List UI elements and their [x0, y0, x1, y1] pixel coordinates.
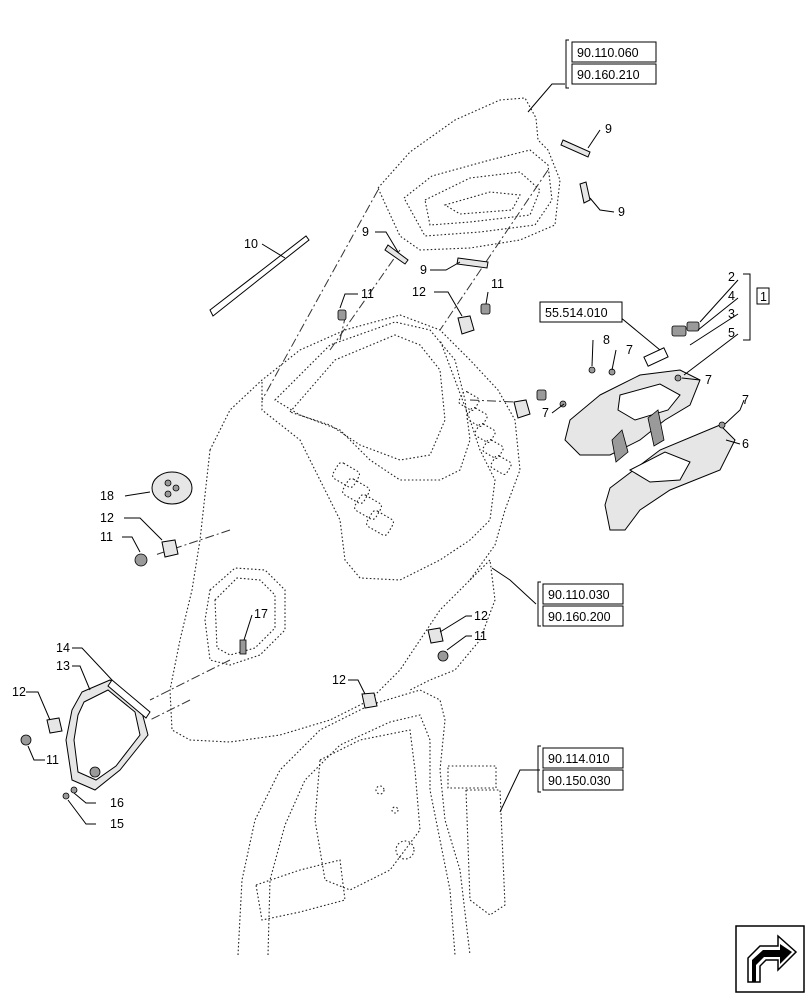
callout-7: 7 [705, 373, 712, 387]
callout-12: 12 [412, 285, 426, 299]
callout-13: 13 [56, 659, 70, 673]
seat-assembly [377, 97, 561, 251]
console-vents-left [332, 462, 394, 536]
part-9-strips [384, 139, 591, 269]
ref-90-110-030[interactable]: 90.110.030 [548, 588, 610, 602]
callout-12: 12 [12, 685, 26, 699]
cab-frame [237, 689, 506, 956]
callout-11: 11 [46, 753, 59, 767]
callout-7: 7 [542, 406, 549, 420]
callout-12: 12 [474, 609, 488, 623]
callout-9: 9 [420, 263, 427, 277]
part-15-16-screw [62, 786, 78, 800]
console-housing [169, 314, 521, 743]
callout-6: 6 [742, 437, 749, 451]
callout-11: 11 [491, 277, 504, 291]
callout-8: 8 [603, 333, 610, 347]
part-13-cover [65, 679, 151, 791]
callout-9: 9 [618, 205, 625, 219]
ref-90-160-200[interactable]: 90.160.200 [548, 610, 611, 624]
callout-9: 9 [605, 122, 612, 136]
part-10-trim-strip [209, 235, 310, 317]
callout-16: 16 [110, 796, 124, 810]
ref-90-110-060[interactable]: 90.110.060 [577, 46, 639, 60]
ref-90-150-030[interactable]: 90.150.030 [548, 774, 611, 788]
callout-14: 14 [56, 641, 70, 655]
callout-5: 5 [728, 326, 735, 340]
callout-7: 7 [626, 343, 633, 357]
next-page-arrow-icon[interactable] [735, 925, 805, 993]
part-11-screws [20, 303, 547, 746]
ref-55-514-010[interactable]: 55.514.010 [545, 306, 608, 320]
console-vents-right [458, 390, 512, 476]
callout-15: 15 [110, 817, 124, 831]
ref-group-mid[interactable]: 90.110.030 90.160.200 [537, 581, 624, 627]
leader-lines [26, 83, 751, 825]
callout-17: 17 [254, 607, 268, 621]
callout-11: 11 [474, 629, 487, 643]
callout-9: 9 [362, 225, 369, 239]
callout-11: 11 [361, 287, 374, 301]
reference-boxes: 90.110.060 90.160.210 55.514.010 90.110.… [537, 39, 657, 793]
callout-2: 2 [728, 270, 735, 284]
ref-group-top[interactable]: 90.110.060 90.160.210 [565, 39, 657, 89]
ref-group-column[interactable]: 55.514.010 [539, 301, 623, 323]
ref-90-160-210[interactable]: 90.160.210 [577, 68, 640, 82]
callout-3: 3 [728, 307, 735, 321]
ref-90-114-010[interactable]: 90.114.010 [548, 752, 610, 766]
callout-1-box [756, 287, 770, 305]
callout-7: 7 [742, 393, 749, 407]
assembly-lines [149, 169, 549, 721]
callout-12: 12 [332, 673, 346, 687]
part-18-grommet [151, 471, 193, 505]
callout-12: 12 [100, 511, 114, 525]
callout-1: 1 [760, 290, 767, 304]
callout-numbers: 9 9 9 9 10 11 12 11 8 7 7 7 7 2 4 3 5 1 … [12, 122, 770, 831]
callout-18: 18 [100, 489, 114, 503]
part-17-latch [239, 639, 247, 655]
ref-group-bottom[interactable]: 90.114.010 90.150.030 [537, 745, 624, 793]
part-6-column-cover [559, 321, 736, 531]
callout-10: 10 [244, 237, 258, 251]
part-12-clips [46, 315, 531, 734]
callout-11: 11 [100, 530, 113, 544]
callout-4: 4 [728, 289, 735, 303]
